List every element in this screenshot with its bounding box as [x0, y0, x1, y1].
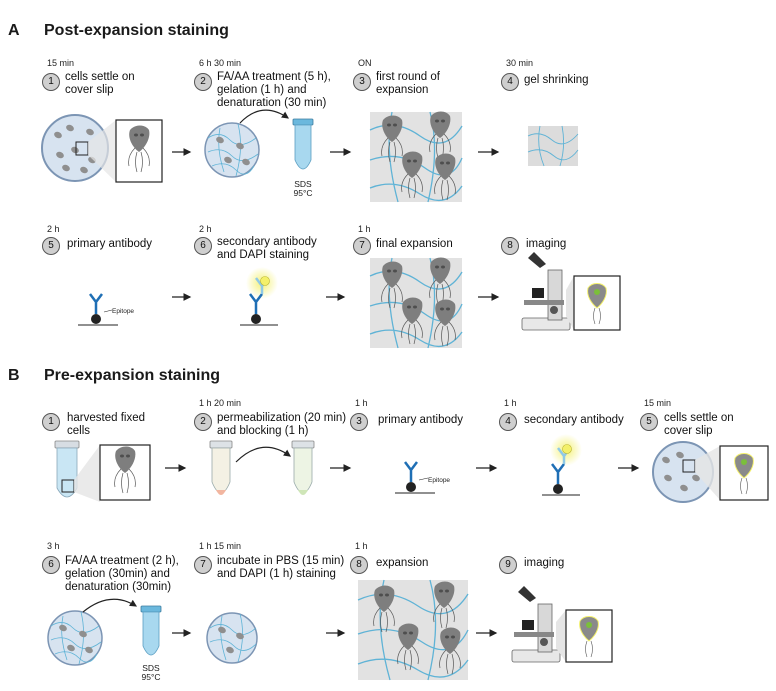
b-step6-duration: 3 h — [47, 541, 60, 551]
b-step9-number: 9 — [499, 556, 517, 574]
a-step8-label-line: imaging — [526, 238, 567, 250]
a-step1-label-line: cover slip — [65, 84, 114, 96]
a-step6-duration: 2 h — [199, 224, 212, 234]
a-step7-duration: 1 h — [358, 224, 371, 234]
a-step5-label-line: primary antibody — [67, 238, 153, 250]
b-step6-label-line: gelation (30min) and — [65, 568, 170, 580]
b-gel-dish — [47, 598, 138, 666]
a-fluorescent-cell-inset — [566, 275, 621, 331]
b-step2-label-line: and blocking (1 h) — [217, 425, 309, 437]
a-step1-duration: 15 min — [47, 58, 75, 68]
a-step7-number: 7 — [353, 237, 371, 255]
a-step2-label-line: FA/AA treatment (5 h), — [217, 71, 331, 83]
b-step6-label-line: denaturation (30min) — [65, 581, 172, 593]
b-coverslip-dish — [652, 441, 769, 503]
a-sds-tube — [292, 118, 314, 170]
b-step5-label-line: cells settle on — [664, 412, 734, 424]
b-step8-duration: 1 h — [355, 541, 368, 551]
b-step4-label-line: secondary antibody — [524, 414, 624, 426]
a-step3-label-line: expansion — [376, 84, 429, 96]
a-step3-number: 3 — [353, 73, 371, 91]
b-sds-label-line: 95°C — [141, 672, 161, 682]
a-step4-label-line: gel shrinking — [524, 74, 589, 86]
a-step7-label-line: final expansion — [376, 238, 453, 250]
b-pbs-dish — [206, 612, 258, 664]
a-step2-number: 2 — [194, 73, 212, 91]
a-step5-number: 5 — [42, 237, 60, 255]
b-harvested-tube — [54, 440, 151, 502]
a-step4-number: 4 — [501, 73, 519, 91]
b-primary-antibody-icon — [395, 461, 435, 494]
a-step2-label-line: gelation (1 h) and — [217, 84, 307, 96]
b-permeabilization-tubes — [209, 440, 315, 495]
a-step3-duration: ON — [358, 58, 372, 68]
a-sds-label-line: 95°C — [293, 188, 313, 198]
b-step2-duration: 1 h 20 min — [199, 398, 242, 408]
a-sds-label-line: SDS — [294, 179, 312, 189]
b-step1-number: 1 — [42, 413, 60, 431]
a-secondary-antibody-icon — [240, 267, 278, 326]
b-step8-number: 8 — [350, 556, 368, 574]
b-fluorescent-cell-inset — [556, 609, 613, 663]
b-step6-label-line: FA/AA treatment (2 h), — [65, 555, 179, 567]
b-sds-label-line: SDS — [142, 663, 160, 673]
b-step5-number: 5 — [640, 413, 658, 431]
a-primary-antibody-icon — [78, 293, 118, 326]
a-microscope-icon — [521, 252, 571, 331]
a-epitope-label: Epitope — [112, 308, 134, 315]
a-step6-number: 6 — [194, 237, 212, 255]
b-sds-tube — [140, 605, 162, 656]
b-step4-number: 4 — [499, 413, 517, 431]
a-step2-label-line: denaturation (30 min) — [217, 97, 327, 109]
b-step4-duration: 1 h — [504, 398, 517, 408]
a-step1-number: 1 — [42, 73, 60, 91]
b-step6-number: 6 — [42, 556, 60, 574]
a-coverslip-dish — [41, 114, 163, 183]
b-step7-label-line: and DAPI (1 h) staining — [217, 568, 336, 580]
a-shrunk-gel — [527, 125, 579, 167]
b-step7-duration: 1 h 15 min — [199, 541, 242, 551]
b-step1-label-line: cells — [67, 425, 91, 437]
b-step8-label-line: expansion — [376, 557, 429, 569]
b-step3-duration: 1 h — [355, 398, 368, 408]
panel-b-title: Pre-expansion staining — [44, 367, 221, 384]
a-step5-duration: 2 h — [47, 224, 60, 234]
a-step4-duration: 30 min — [506, 58, 534, 68]
a-expanded-gel — [369, 111, 463, 203]
b-step3-label-line: primary antibody — [378, 414, 464, 426]
b-step9-label-line: imaging — [524, 557, 565, 569]
b-microscope-icon — [511, 586, 561, 663]
a-step3-label-line: first round of — [376, 71, 440, 83]
b-step2-number: 2 — [194, 413, 212, 431]
b-epitope-label: Epitope — [428, 477, 450, 484]
panel-a-letter: A — [8, 22, 20, 39]
panel-a-title: Post-expansion staining — [44, 22, 229, 39]
b-secondary-antibody-icon — [542, 434, 582, 496]
b-expanded-gel — [357, 579, 469, 681]
a-step6-label-line: secondary antibody — [217, 236, 317, 248]
a-step6-label-line: and DAPI staining — [217, 249, 310, 261]
b-step5-label-line: cover slip — [664, 425, 713, 437]
b-step3-number: 3 — [350, 413, 368, 431]
a-final-expanded-gel — [369, 257, 463, 349]
b-step1-label-line: harvested fixed — [67, 412, 145, 424]
b-step7-label-line: incubate in PBS (15 min) — [217, 555, 345, 567]
b-step7-number: 7 — [194, 556, 212, 574]
panel-b-letter: B — [8, 367, 20, 384]
a-step1-label-line: cells settle on — [65, 71, 135, 83]
b-step5-duration: 15 min — [644, 398, 672, 408]
a-step8-number: 8 — [501, 237, 519, 255]
a-gel-dish — [204, 109, 289, 178]
a-step2-duration: 6 h 30 min — [199, 58, 242, 68]
b-step2-label-line: permeabilization (20 min) — [217, 412, 347, 424]
